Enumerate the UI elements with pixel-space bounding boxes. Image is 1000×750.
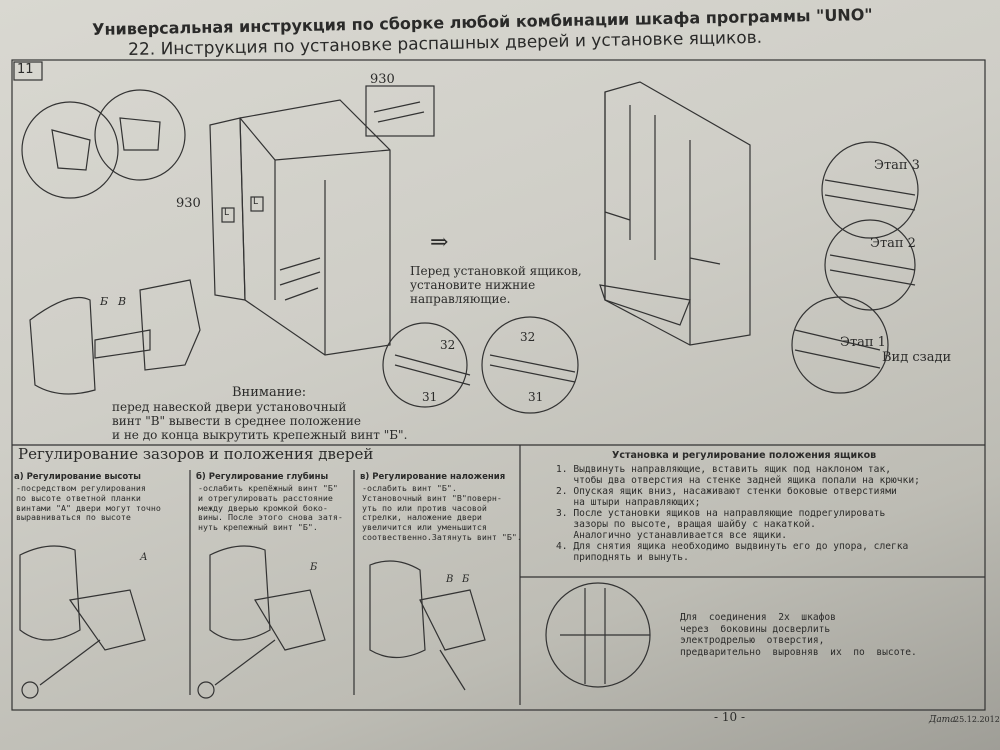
adjust-b-head: б) Регулирование глубины [196,472,329,482]
date-label: Дата [929,715,956,725]
page-number: - 10 - [714,710,746,724]
screw-code-top: 930 [370,72,395,87]
stage1-circle [791,296,889,394]
adjust-a-text: -посредством регулирования по высоте отв… [16,483,161,523]
rear-view-label: Вид сзади [882,350,952,365]
before-drawers-note: Перед установкой ящиков, установите нижн… [410,264,582,307]
main-frame [11,59,986,711]
hinge-detail-circle-2 [94,89,186,181]
zoom-circle-31a [382,322,468,408]
hinge-a [19,545,81,641]
callout-32b: 32 [520,330,536,344]
cabinet-right [599,81,751,346]
adjust-a-label: А [140,552,148,563]
hinge-drawing [29,296,96,395]
hinge-c [369,560,426,659]
hinge-b [209,545,271,641]
adjust-c-text: -ослабить винт "Б". Установочный винт "В… [362,483,522,542]
hinge-label-b: Б [100,295,109,308]
stage3-circle [821,141,919,239]
arrow-icon: ⇒ [430,230,449,255]
drawers-instructions: 1. Выдвинуть направляющие, вставить ящик… [556,464,920,564]
cabinet-mark-1: L [224,208,230,218]
attention-text: перед навеской двери установочный винт "… [112,400,408,443]
zoom-circle-31b [481,316,579,414]
hinge-label-v: В [118,295,127,308]
adjust-c-label-v: В [446,574,454,585]
stage-1-label: Этап 1 [840,335,886,350]
drawers-title: Установка и регулирование положения ящик… [612,450,877,461]
screw-code-left: 930 [176,196,201,211]
stage-3-label: Этап 3 [874,158,920,173]
callout-31a: 31 [422,390,438,404]
adjust-b-label: Б [310,562,318,573]
stage2-circle [824,219,916,311]
cabinet-mark-2: L [253,197,259,207]
step-number: 11 [17,62,34,77]
callout-31b: 31 [528,390,544,404]
attention-title: Внимание: [232,385,307,400]
hinge-detail-circle [21,101,119,199]
screw-box [365,85,435,137]
cabinet-left [209,99,391,356]
callout-32a: 32 [440,338,456,352]
adjust-a-head: а) Регулирование высоты [14,472,141,482]
adjust-title: Регулирование зазоров и положения дверей [18,445,374,463]
date-value: 25.12.2012 [954,715,1000,724]
step-box [13,61,43,81]
joining-note: Для соединения 2х шкафов через боковины … [680,612,917,659]
adjust-c-head: в) Регулирование наложения [360,472,506,482]
stage-2-label: Этап 2 [870,236,916,251]
adjust-c-label-b: Б [462,574,470,585]
adjust-b-text: -ослабить крепёжный винт "Б" и отрегулир… [198,483,343,533]
